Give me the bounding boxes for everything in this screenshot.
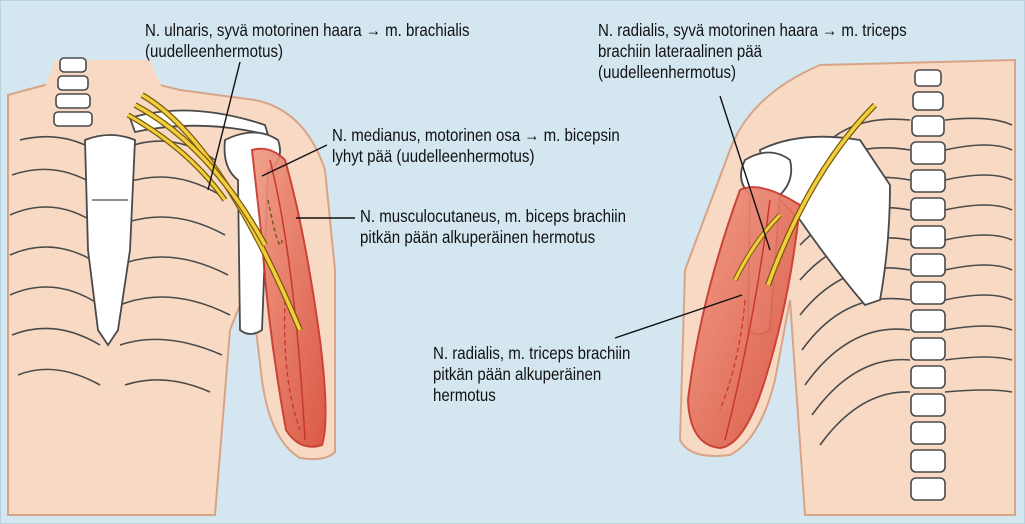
front-view-figure [8,58,335,515]
label-radialis-long-line2: pitkän pään alkuperäinen [433,364,630,385]
label-medianus: N. medianus, motorinen osa → m. bicepsin… [332,125,620,167]
label-ulnaris: N. ulnaris, syvä motorinen haara → m. br… [145,20,470,62]
label-radialis-deep: N. radialis, syvä motorinen haara → m. t… [598,20,907,83]
label-radialis-deep-line3: (uudelleenhermotus) [598,62,907,83]
label-musculocutaneus-line2: pitkän pään alkuperäinen hermotus [360,227,626,248]
label-radialis-long-line1: N. radialis, m. triceps brachiin [433,343,630,364]
label-medianus-line2: lyhyt pää (uudelleenhermotus) [332,146,620,167]
label-musculocutaneus-line1: N. musculocutaneus, m. biceps brachiin [360,206,626,227]
spine [911,70,945,500]
label-radialis-deep-line1: N. radialis, syvä motorinen haara → m. t… [598,20,907,41]
label-radialis-long-line3: hermotus [433,385,630,406]
label-radialis-deep-line2: brachiin lateraalinen pää [598,41,907,62]
label-radialis-long: N. radialis, m. triceps brachiin pitkän … [433,343,630,406]
label-ulnaris-line1: N. ulnaris, syvä motorinen haara → m. br… [145,20,470,41]
label-ulnaris-line2: (uudelleenhermotus) [145,41,470,62]
label-medianus-line1: N. medianus, motorinen osa → m. bicepsin [332,125,620,146]
label-musculocutaneus: N. musculocutaneus, m. biceps brachiin p… [360,206,626,248]
